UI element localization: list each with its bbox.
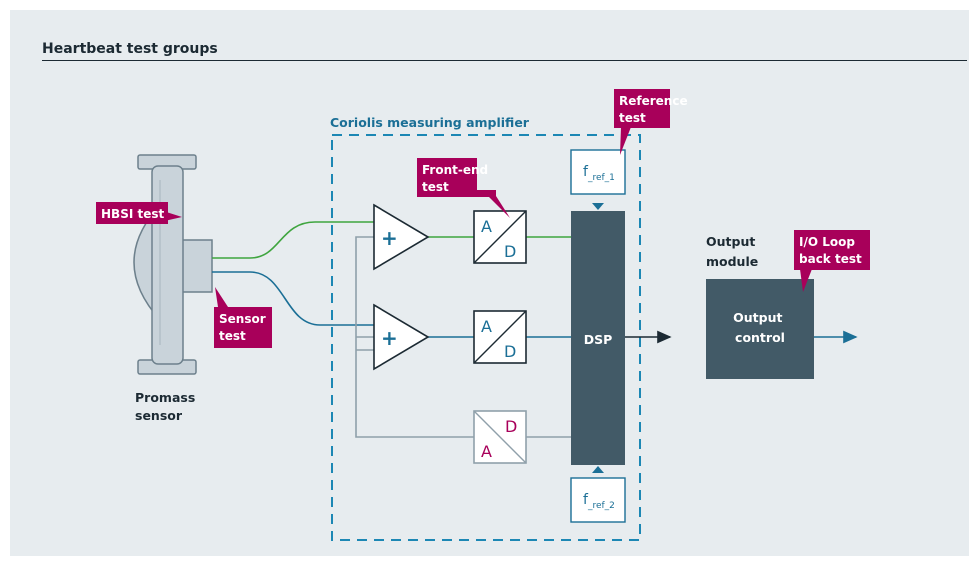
dsp-label: DSP: [584, 332, 613, 347]
front-end-test-tag: Front-end test: [417, 158, 510, 218]
svg-text:A: A: [481, 217, 492, 236]
svg-text:D: D: [504, 342, 516, 361]
output-control-block: [706, 279, 814, 379]
io-loop-back-test-tag: I/O Loop back test: [794, 230, 870, 292]
da-converter: D A: [473, 410, 527, 464]
svg-text:Front-end test: Front-end test: [422, 163, 492, 194]
promass-sensor-label: Promass sensor: [135, 390, 200, 423]
hbsi-test-tag: HBSI test: [96, 202, 182, 224]
ad-converter-1: A D: [473, 210, 527, 264]
svg-text:A: A: [481, 442, 492, 461]
output-control-label: Output control: [733, 310, 787, 345]
svg-text:I/O Loop back test: I/O Loop back test: [799, 235, 862, 266]
ad-converter-2: A D: [473, 310, 527, 364]
svg-text:A: A: [481, 317, 492, 336]
amplifier-2: +: [373, 303, 430, 371]
sensor-test-tag: Sensor test: [214, 287, 272, 348]
svg-text:D: D: [505, 417, 517, 436]
svg-text:HBSI test: HBSI test: [101, 207, 164, 221]
svg-text:f_ref_2: f_ref_2: [583, 492, 615, 511]
svg-text:f_ref_1: f_ref_1: [583, 164, 615, 183]
svg-text:Sensor test: Sensor test: [219, 312, 270, 343]
svg-text:Reference test: Reference test: [619, 94, 692, 125]
green-signal-line: [212, 221, 374, 259]
promass-sensor-icon: [133, 154, 213, 375]
f-ref-1-block: f_ref_1: [570, 149, 626, 210]
f-ref-2-block: f_ref_2: [570, 466, 626, 523]
blue-signal-line: [212, 271, 374, 326]
title-rule: [42, 60, 967, 61]
amplifier-1: +: [373, 203, 430, 271]
dsp-block: [571, 211, 625, 465]
reference-test-tag: Reference test: [614, 89, 692, 155]
svg-text:D: D: [504, 242, 516, 261]
amplifier-label: Coriolis measuring amplifier: [330, 115, 530, 130]
output-module-label: Output module: [706, 234, 760, 269]
svg-text:+: +: [381, 226, 398, 250]
reference-feedback-line: [355, 236, 571, 438]
diagram-title: Heartbeat test groups: [42, 41, 218, 57]
svg-text:+: +: [381, 326, 398, 350]
